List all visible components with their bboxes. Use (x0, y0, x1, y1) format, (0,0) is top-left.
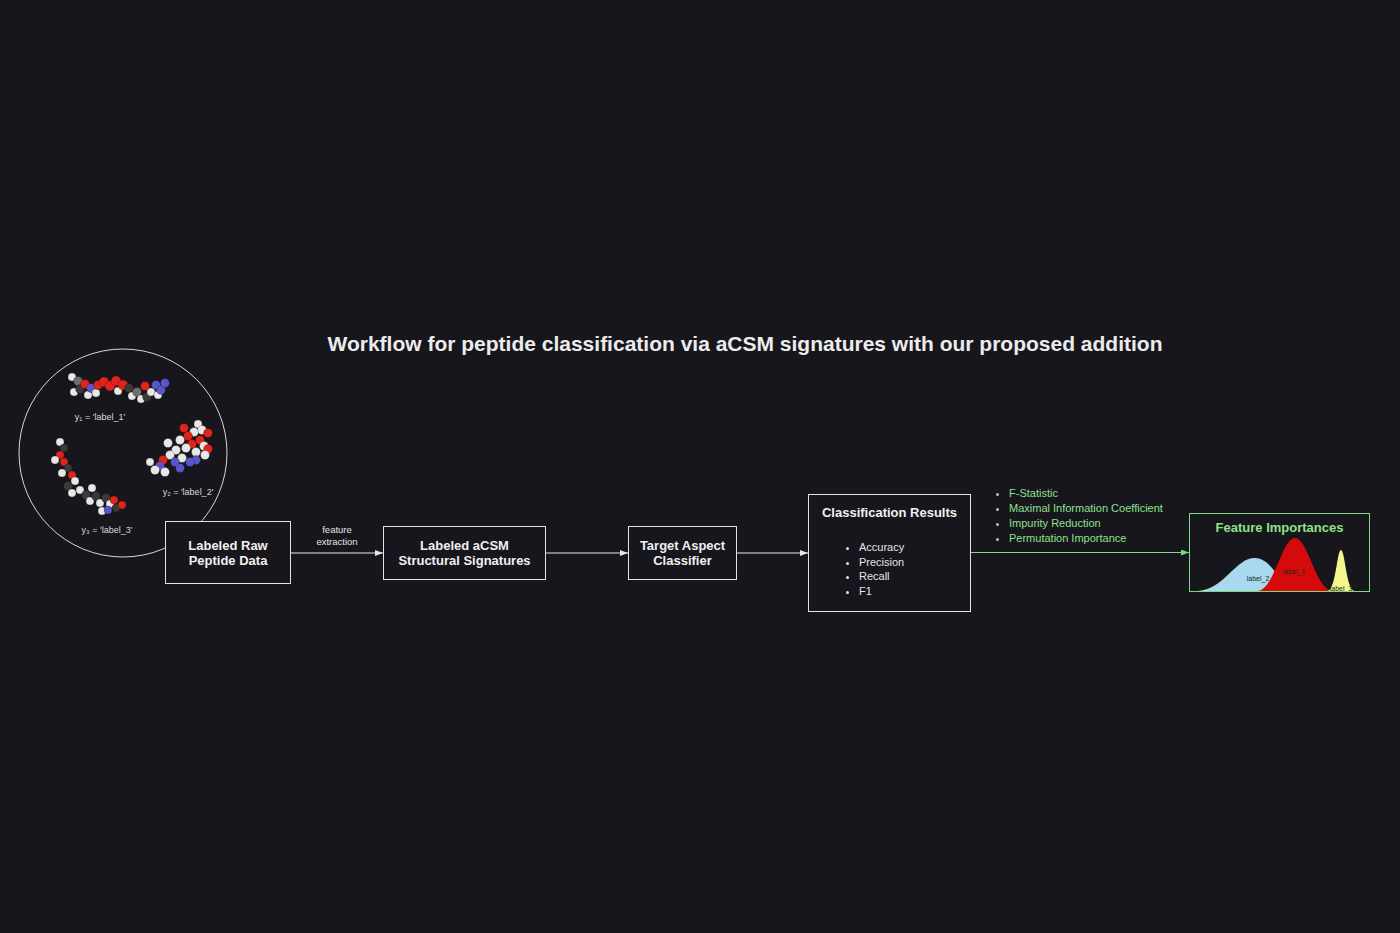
atom (182, 444, 191, 453)
atom (88, 484, 96, 492)
atom (118, 501, 126, 509)
atom (176, 464, 185, 473)
atom (176, 436, 185, 445)
box-label: Labeled aCSM Structural Signatures (392, 538, 537, 568)
box-heading: Feature Importances (1190, 520, 1369, 535)
method-item: F-Statistic (1009, 486, 1163, 501)
atom (204, 429, 213, 438)
class-label: y₁ = 'label_1' (75, 412, 125, 422)
atom (164, 439, 173, 448)
molecule-3 (51, 438, 126, 515)
atom (186, 458, 195, 467)
curve-label: label_3 (1330, 585, 1353, 592)
atom (60, 444, 68, 452)
method-item: Maximal Information Coefficient (1009, 501, 1163, 516)
process-box: Labeled Raw Peptide Data (165, 521, 291, 584)
atom (68, 489, 76, 497)
atom (201, 451, 210, 460)
metric-list: AccuracyPrecisionRecallF1 (849, 540, 904, 599)
flow-arrow (546, 553, 628, 554)
metric-item: Precision (859, 555, 904, 570)
box-label: Target Aspect Classifier (637, 538, 728, 568)
box-label: Labeled Raw Peptide Data (174, 538, 282, 568)
atom (161, 379, 170, 388)
class-label: y₃ = 'label_3' (82, 525, 133, 535)
curve-label: label_2 (1247, 575, 1270, 582)
atom (104, 506, 112, 514)
atom (92, 389, 100, 397)
box-heading: Classification Results (809, 505, 970, 520)
metric-item: Accuracy (859, 540, 904, 555)
results-box: Classification ResultsAccuracyPrecisionR… (808, 494, 971, 612)
process-box: Labeled aCSM Structural Signatures (383, 526, 546, 580)
metric-item: Recall (859, 569, 904, 584)
curve-label: label_1 (1283, 568, 1306, 575)
importance-box: Feature Importances label_2 label_1 label_3 (1189, 513, 1370, 592)
atom (184, 432, 193, 441)
diagram-title: Workflow for peptide classification via … (0, 332, 1400, 356)
distribution-curve (1258, 538, 1332, 591)
method-item: Permutation Importance (1009, 531, 1163, 546)
metric-item: F1 (859, 584, 904, 599)
process-box: Target Aspect Classifier (628, 526, 737, 580)
flow-arrow (971, 552, 1189, 553)
importance-method-list: F-StatisticMaximal Information Coefficie… (1000, 486, 1163, 546)
atom (146, 458, 154, 466)
molecule-2 (146, 420, 213, 477)
flow-arrow (291, 553, 383, 554)
atom (125, 384, 134, 393)
importance-curves (1198, 538, 1354, 591)
atom (51, 456, 59, 464)
flow-arrow (737, 553, 808, 554)
atom (110, 496, 118, 504)
atom (192, 448, 201, 457)
atom (180, 424, 189, 433)
molecule-1 (68, 373, 170, 403)
edge-label: feature extraction (306, 524, 368, 548)
atom (161, 468, 170, 477)
atom (151, 466, 160, 475)
atom (58, 469, 66, 477)
method-item: Impurity Reduction (1009, 516, 1163, 531)
class-label: y₂ = 'label_2' (163, 487, 214, 497)
distribution-curve (1328, 550, 1354, 591)
